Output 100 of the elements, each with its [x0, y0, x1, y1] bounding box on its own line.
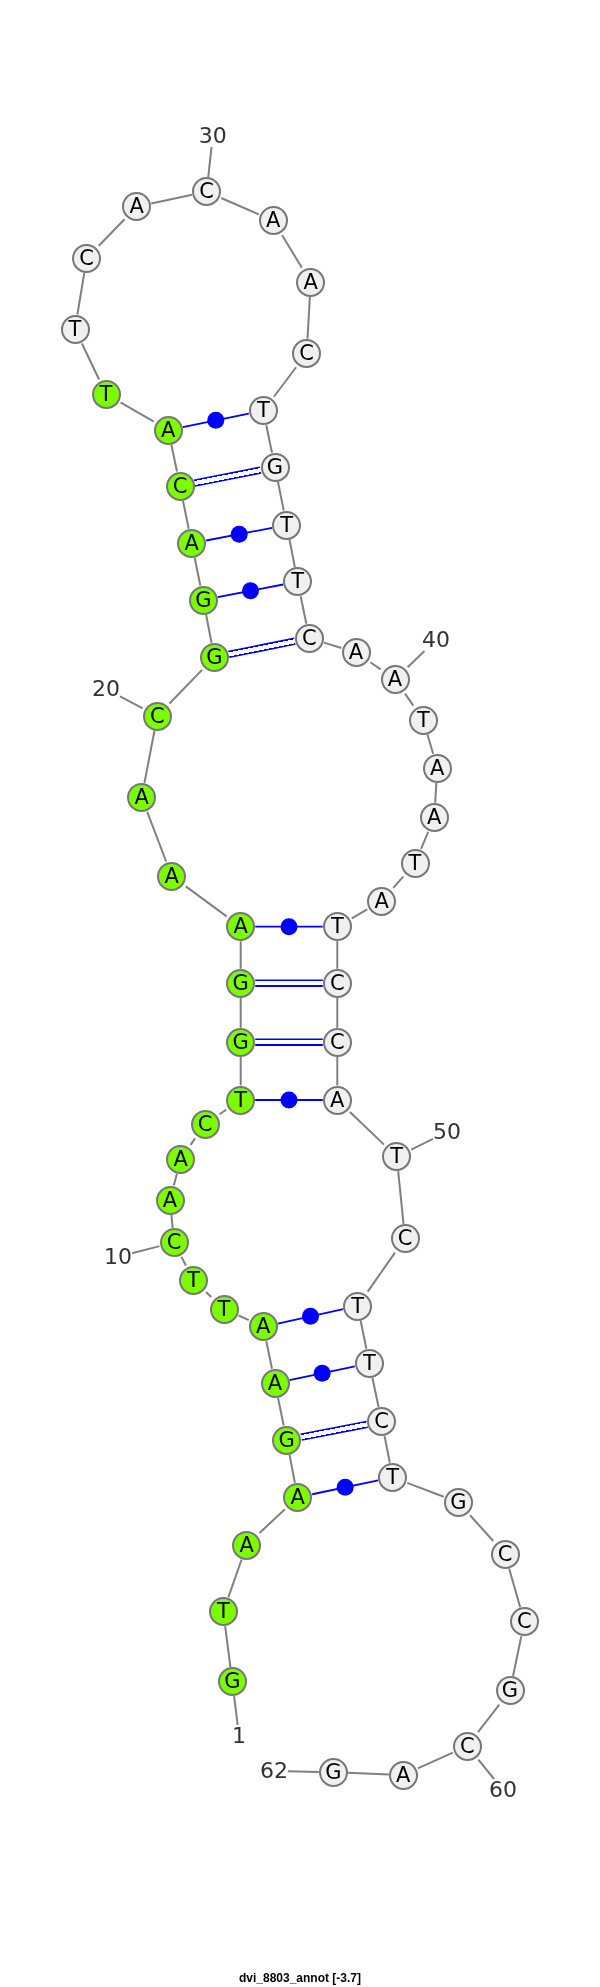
- base-pair-bond: [216, 582, 285, 600]
- nucleotide: G: [443, 1487, 473, 1517]
- backbone-line: [119, 401, 155, 423]
- nucleotide: C: [72, 243, 102, 273]
- backbone-line: [143, 729, 156, 784]
- backbone-line: [406, 1481, 445, 1498]
- nucleotide: A: [155, 1185, 185, 1215]
- backbone-line: [288, 1453, 296, 1484]
- position-number: 1: [232, 1725, 246, 1747]
- base-pair-bond: [228, 637, 296, 659]
- base-pair-bond: [288, 1364, 356, 1382]
- nucleotide: C: [190, 1109, 220, 1139]
- backbone-line: [205, 1291, 213, 1298]
- backbone-line: [237, 1314, 250, 1322]
- backbone-line: [322, 641, 343, 649]
- backbone-line: [420, 830, 430, 850]
- backbone-line: [359, 1319, 368, 1350]
- backbone-line: [350, 908, 369, 920]
- nucleotide: G: [318, 1757, 348, 1787]
- leader-line: [207, 146, 213, 179]
- backbone-line: [265, 424, 273, 454]
- nucleotide: A: [127, 782, 157, 812]
- nucleotide: G: [217, 1667, 247, 1697]
- nucleotide: C: [367, 1407, 397, 1436]
- leader-line: [410, 1137, 434, 1151]
- nucleotide: G: [226, 1027, 256, 1057]
- nucleotide: T: [272, 510, 302, 540]
- backbone-line: [366, 1251, 396, 1293]
- nucleotide: C: [159, 1227, 189, 1257]
- nucleotide: A: [388, 1760, 418, 1790]
- nucleotide: T: [209, 1294, 239, 1324]
- backbone-line: [205, 613, 213, 644]
- nucleotide: C: [165, 471, 195, 501]
- backbone-line: [239, 1055, 242, 1087]
- nucleotide: G: [495, 1676, 525, 1706]
- backbone-line: [469, 1514, 495, 1542]
- nucleotide: T: [354, 1348, 384, 1378]
- nucleotide: A: [177, 528, 207, 558]
- backbone-line: [336, 1055, 339, 1087]
- backbone-line: [193, 556, 202, 587]
- nucleotide: G: [188, 585, 218, 615]
- base-pair-bond: [255, 979, 323, 988]
- nucleotide: C: [509, 1607, 539, 1637]
- backbone-line: [218, 1108, 228, 1116]
- base-pair-bond: [276, 1307, 345, 1325]
- nucleotide: T: [382, 1142, 412, 1172]
- backbone-line: [346, 1771, 390, 1776]
- nucleotide: A: [248, 1312, 278, 1342]
- backbone-line: [383, 1435, 391, 1464]
- nucleotide: A: [166, 1144, 196, 1174]
- backbone-line: [168, 668, 204, 705]
- backbone-line: [181, 499, 190, 530]
- backbone-line: [239, 996, 242, 1029]
- backbone-line: [97, 218, 126, 247]
- position-number: 10: [104, 1246, 132, 1268]
- backbone-line: [265, 1340, 273, 1370]
- nucleotide: G: [226, 968, 256, 998]
- backbone-line: [371, 1376, 380, 1408]
- base-pair-bond: [205, 525, 274, 543]
- backbone-line: [336, 996, 339, 1029]
- nucleotide: T: [283, 567, 313, 597]
- nucleotide: A: [153, 415, 183, 445]
- backbone-line: [227, 1558, 243, 1599]
- backbone-line: [239, 940, 242, 970]
- nucleotide: A: [367, 886, 397, 916]
- leader-line: [406, 650, 426, 669]
- backbone-line: [224, 1625, 232, 1669]
- backbone-line: [281, 234, 303, 269]
- base-pair-bond: [181, 411, 250, 429]
- leader-line: [287, 1770, 320, 1773]
- nucleotide: T: [208, 1597, 238, 1627]
- base-pair-bond: [255, 1038, 323, 1047]
- base-pair-bond: [300, 1420, 368, 1441]
- leader-line: [119, 695, 144, 710]
- nucleotide: T: [408, 705, 438, 735]
- nucleotide: G: [272, 1425, 302, 1455]
- backbone-line: [392, 875, 405, 889]
- nucleotide: C: [292, 338, 322, 368]
- nucleotide: C: [452, 1731, 482, 1761]
- backbone-line: [272, 366, 298, 398]
- nucleotide: C: [490, 1539, 520, 1569]
- nucleotide: A: [157, 861, 187, 891]
- nucleotide: T: [226, 1085, 256, 1115]
- nucleotide: C: [322, 1027, 352, 1057]
- backbone-line: [172, 1172, 178, 1187]
- nucleotide: T: [178, 1265, 208, 1295]
- nucleotide: C: [294, 623, 324, 653]
- nucleotide: T: [322, 912, 352, 942]
- backbone-line: [426, 733, 435, 755]
- position-number: 62: [260, 1760, 288, 1782]
- base-pair-bond: [311, 1478, 380, 1496]
- base-pair-bond: [254, 918, 324, 936]
- backbone-line: [189, 1137, 197, 1146]
- position-number: 30: [198, 125, 227, 147]
- caption: dvi_8803_annot [-3.7]: [239, 1971, 361, 1985]
- backbone-line: [416, 1751, 454, 1770]
- nucleotide: A: [283, 1482, 313, 1512]
- nucleotide: A: [422, 753, 452, 783]
- nucleotide: T: [60, 314, 90, 344]
- nucleotide: T: [378, 1462, 408, 1492]
